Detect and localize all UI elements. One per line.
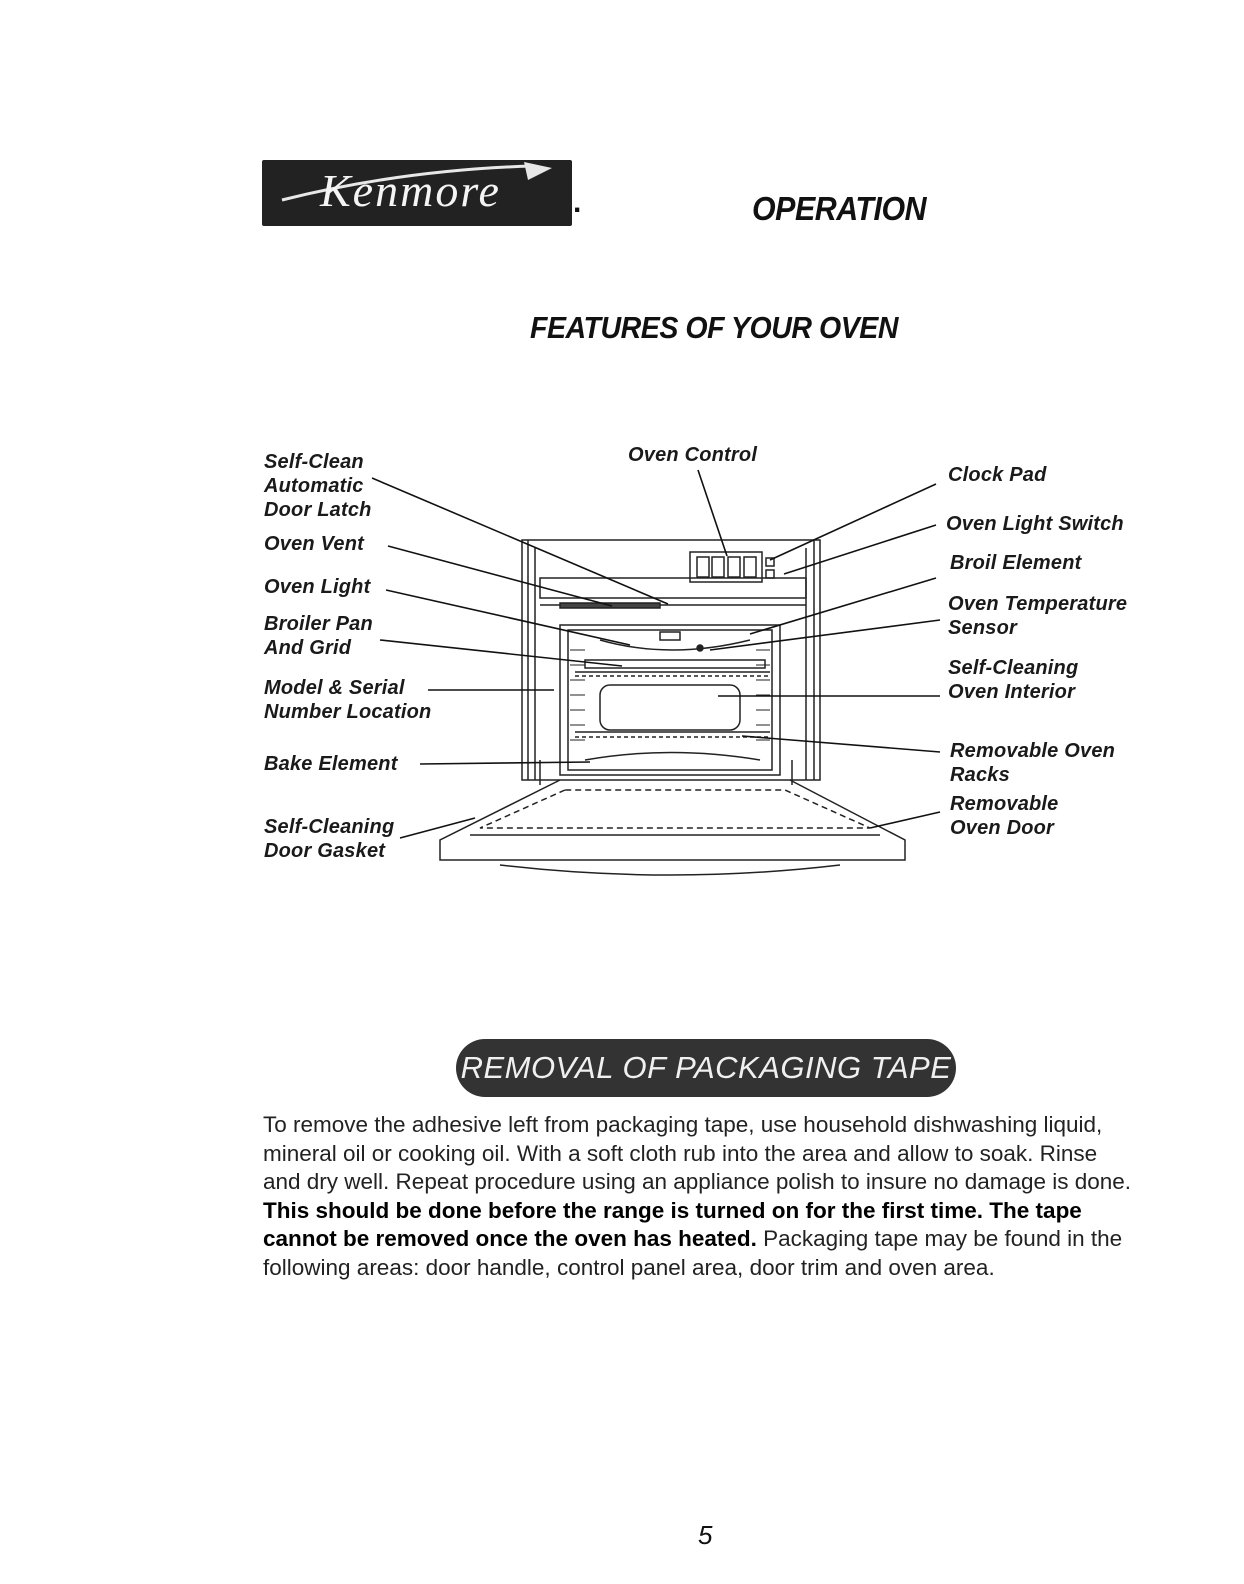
tape-text-areas: Packaging tape may be found in the follo… xyxy=(263,1226,1123,1280)
logo-wordmark: Kenmore xyxy=(320,165,501,216)
label-door-gasket: Self-Cleaning Door Gasket xyxy=(264,816,395,862)
label-bake-element: Bake Element xyxy=(264,753,398,775)
label-broiler-pan: Broiler Pan And Grid xyxy=(264,613,373,659)
label-oven-control: Oven Control xyxy=(628,444,758,466)
page-number: 5 xyxy=(698,1520,713,1550)
label-oven-temperature-sensor: Oven Temperature Sensor xyxy=(948,593,1128,639)
oven-diagram xyxy=(371,469,941,876)
tape-section-banner: REMOVAL OF PACKAGING TAPE xyxy=(456,1039,956,1097)
tape-instructions: To remove the adhesive left from packagi… xyxy=(263,1111,1133,1282)
oven-cabinet-outline xyxy=(521,539,821,781)
oven-door-outline xyxy=(439,779,906,861)
label-oven-light-switch: Oven Light Switch xyxy=(946,513,1124,535)
tape-text-intro: To remove the adhesive left from packagi… xyxy=(263,1112,1132,1194)
label-self-cleaning-interior: Self-Cleaning Oven Interior xyxy=(948,657,1079,703)
label-removable-door: Removable Oven Door xyxy=(950,793,1059,839)
control-panel-outline xyxy=(539,577,807,599)
label-oven-vent: Oven Vent xyxy=(264,533,364,555)
logo-dot: . xyxy=(573,186,582,219)
kenmore-logo: Kenmore xyxy=(262,160,572,226)
features-title: FEATURES OF YOUR OVEN xyxy=(530,310,899,345)
banner-text: REMOVAL OF PACKAGING TAPE xyxy=(460,1050,952,1085)
label-self-clean-door-latch: Self-Clean Automatic Door Latch xyxy=(264,451,372,521)
section-title: OPERATION xyxy=(752,190,927,227)
label-removable-racks: Removable Oven Racks xyxy=(950,740,1116,786)
label-clock-pad: Clock Pad xyxy=(948,464,1047,486)
label-broil-element: Broil Element xyxy=(950,552,1082,574)
tape-text-warning: This should be done before the range is … xyxy=(263,1197,1082,1252)
label-oven-light: Oven Light xyxy=(264,576,371,598)
logo-swoosh-icon xyxy=(281,162,552,202)
label-model-serial: Model & Serial Number Location xyxy=(264,677,432,723)
